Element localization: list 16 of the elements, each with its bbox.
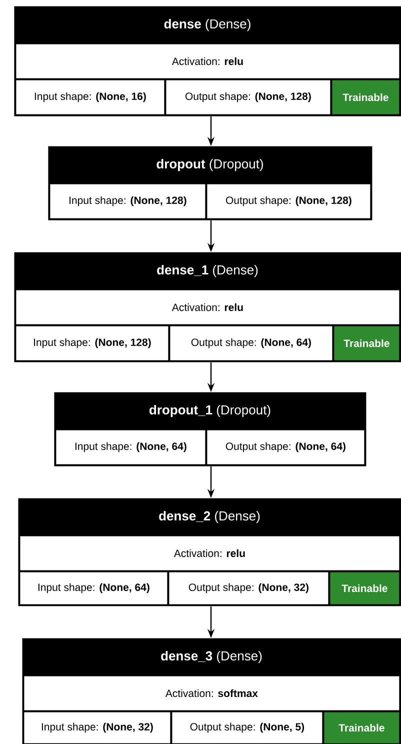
- shape-cell: Output shape: (None, 64): [207, 430, 364, 464]
- trainable-cell: Trainable: [330, 572, 400, 604]
- shape-cell: Output shape: (None, 5): [172, 712, 322, 744]
- shape-cell: Output shape: (None, 128): [207, 184, 370, 218]
- shape-cell: Input shape: (None, 16): [16, 80, 164, 114]
- shape-cell: Input shape: (None, 128): [50, 184, 206, 218]
- trainable-cell: Trainable: [332, 80, 400, 114]
- shape-cell: Output shape: (None, 128): [166, 80, 330, 114]
- shape-cell: Input shape: (None, 64): [20, 572, 168, 604]
- shape-cell: Input shape: (None, 128): [16, 326, 168, 360]
- shape-cell: Input shape: (None, 64): [56, 430, 206, 464]
- shape-cell: Output shape: (None, 64): [170, 326, 332, 360]
- shape-cell: Input shape: (None, 32): [24, 712, 170, 744]
- shape-cell: Output shape: (None, 32): [169, 572, 328, 604]
- trainable-cell: Trainable: [324, 712, 400, 744]
- trainable-cell: Trainable: [334, 326, 400, 360]
